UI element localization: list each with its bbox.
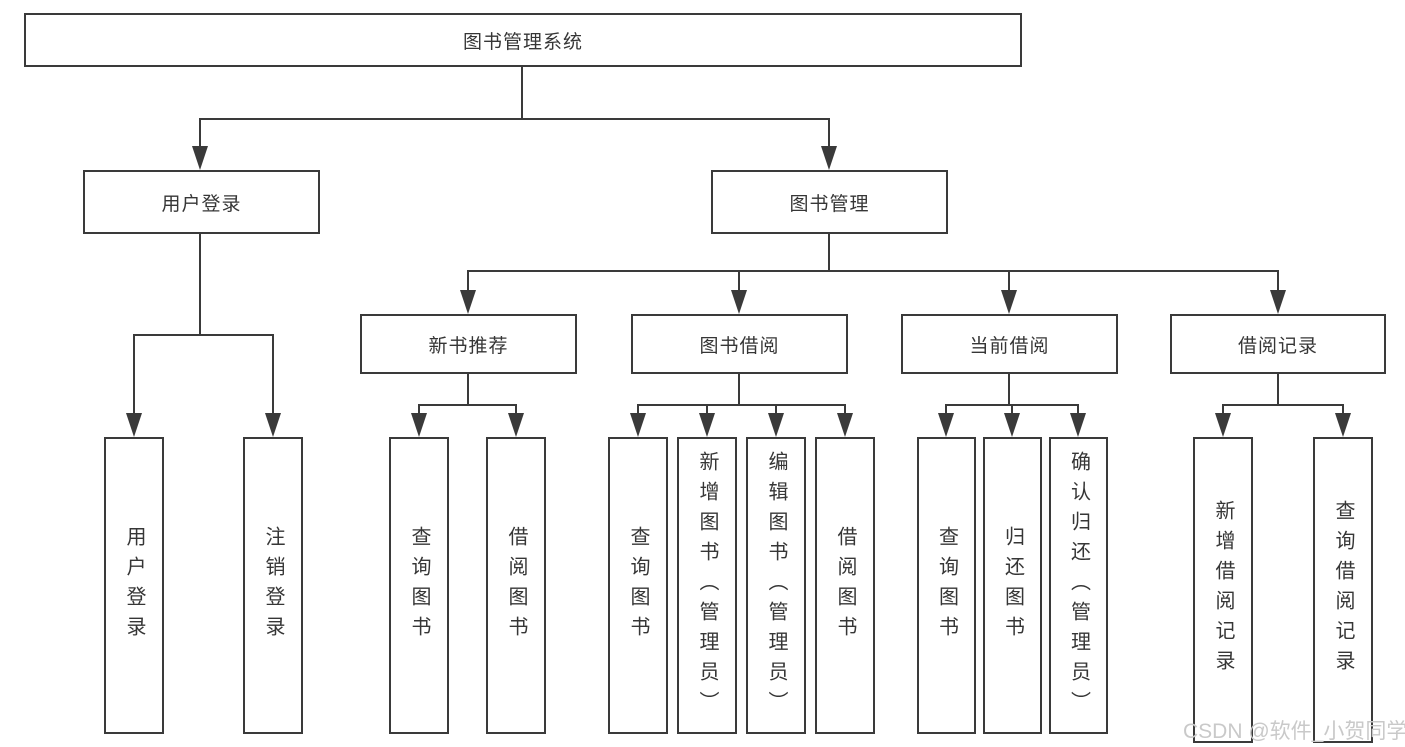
- connector-drop-user-login: [199, 118, 201, 148]
- leaf-borrow-books: 借阅图书: [486, 437, 546, 734]
- connector-drop-leaf: [1077, 404, 1079, 415]
- leaf-label: 查询图书: [935, 525, 958, 646]
- leaf-query-books: 查询图书: [389, 437, 449, 734]
- arrow-down-icon: [1270, 290, 1286, 314]
- connector-drop-leaf: [844, 404, 846, 415]
- leaf-user-login: 用户登录: [104, 437, 164, 734]
- arrow-down-icon: [768, 413, 784, 437]
- connector-drop-leaf: [1222, 404, 1224, 415]
- connector-group-stem: [467, 374, 469, 405]
- arrow-down-icon: [1001, 290, 1017, 314]
- leaf-return-book: 归还图书: [983, 437, 1042, 734]
- connector-group-stem: [738, 374, 740, 405]
- leaf-query-books: 查询图书: [917, 437, 976, 734]
- arrow-down-icon: [1335, 413, 1351, 437]
- node-borrow-records: 借阅记录: [1170, 314, 1386, 374]
- leaf-add-borrow-record: 新增借阅记录: [1193, 437, 1253, 743]
- arrow-down-icon: [837, 413, 853, 437]
- arrow-down-icon: [938, 413, 954, 437]
- arrow-down-icon: [411, 413, 427, 437]
- arrow-down-icon: [126, 413, 142, 437]
- connector-drop-leaf: [775, 404, 777, 415]
- connector-group-rail: [1222, 404, 1344, 406]
- connector-drop-book-management: [828, 118, 830, 148]
- connector-user-login-stem: [199, 234, 201, 334]
- connector-drop-leaf: [1342, 404, 1344, 415]
- leaf-label: 查询图书: [627, 525, 649, 646]
- connector-drop-borrow-records: [1277, 270, 1279, 292]
- connector-drop-book-borrow: [738, 270, 740, 292]
- leaf-label: 注销登录: [262, 525, 284, 646]
- arrow-down-icon: [508, 413, 524, 437]
- node-current-borrow: 当前借阅: [901, 314, 1118, 374]
- connector-drop-leaf: [133, 334, 135, 415]
- leaf-edit-book-admin: 编辑图书（管理员）: [746, 437, 806, 734]
- leaf-label: 新增图书（管理员）: [696, 450, 718, 721]
- leaf-confirm-return-admin: 确认归还（管理员）: [1049, 437, 1108, 734]
- leaf-query-borrow-record: 查询借阅记录: [1313, 437, 1373, 743]
- connector-level3-rail: [467, 270, 1279, 272]
- node-library-management-system: 图书管理系统: [24, 13, 1022, 67]
- arrow-down-icon: [460, 290, 476, 314]
- connector-user-login-rail: [133, 334, 274, 336]
- arrow-down-icon: [192, 146, 208, 170]
- arrow-down-icon: [1215, 413, 1231, 437]
- node-new-book-recommend: 新书推荐: [360, 314, 577, 374]
- connector-drop-leaf: [637, 404, 639, 415]
- leaf-add-book-admin: 新增图书（管理员）: [677, 437, 737, 734]
- connector-group-stem: [1277, 374, 1279, 405]
- leaf-label: 用户登录: [123, 525, 145, 646]
- leaf-logout: 注销登录: [243, 437, 303, 734]
- arrow-down-icon: [265, 413, 281, 437]
- node-user-login: 用户登录: [83, 170, 320, 234]
- leaf-label: 查询借阅记录: [1332, 500, 1354, 680]
- arrow-down-icon: [699, 413, 715, 437]
- leaf-borrow-books: 借阅图书: [815, 437, 875, 734]
- connector-drop-new-books: [467, 270, 469, 292]
- leaf-label: 归还图书: [1001, 525, 1024, 646]
- leaf-label: 查询图书: [408, 525, 430, 646]
- node-book-borrow: 图书借阅: [631, 314, 848, 374]
- connector-group-stem: [1008, 374, 1010, 405]
- arrow-down-icon: [731, 290, 747, 314]
- leaf-label: 编辑图书（管理员）: [765, 450, 787, 721]
- csdn-watermark: CSDN @软件_小贺同学: [1183, 720, 1405, 743]
- connector-drop-leaf: [515, 404, 517, 415]
- connector-drop-leaf: [272, 334, 274, 415]
- arrow-down-icon: [630, 413, 646, 437]
- connector-drop-leaf: [418, 404, 420, 415]
- leaf-label: 确认归还（管理员）: [1067, 450, 1090, 721]
- connector-drop-leaf: [706, 404, 708, 415]
- arrow-down-icon: [821, 146, 837, 170]
- arrow-down-icon: [1070, 413, 1086, 437]
- arrow-down-icon: [1004, 413, 1020, 437]
- leaf-label: 借阅图书: [834, 525, 856, 646]
- connector-group-rail: [637, 404, 846, 406]
- connector-level2-rail: [199, 118, 830, 120]
- leaf-label: 新增借阅记录: [1212, 500, 1234, 680]
- connector-book-management-stem: [828, 234, 830, 272]
- connector-root-stem: [521, 67, 523, 119]
- leaf-query-books: 查询图书: [608, 437, 668, 734]
- node-book-management: 图书管理: [711, 170, 948, 234]
- connector-drop-leaf: [1011, 404, 1013, 415]
- leaf-label: 借阅图书: [505, 525, 527, 646]
- connector-group-rail: [418, 404, 517, 406]
- connector-drop-current-borrow: [1008, 270, 1010, 292]
- connector-drop-leaf: [945, 404, 947, 415]
